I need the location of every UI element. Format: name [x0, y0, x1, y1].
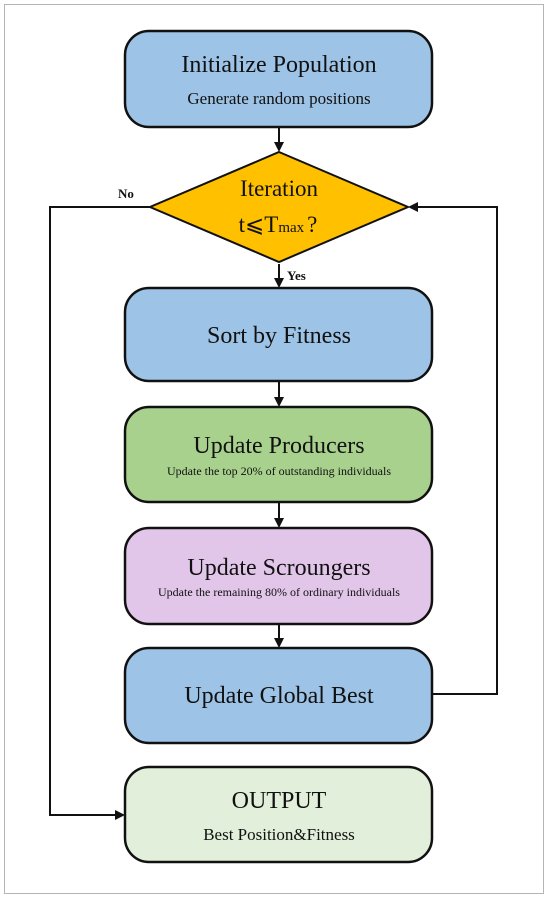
node-producers-subtitle: Update the top 20% of outstanding indivi…	[167, 464, 391, 478]
node-global-best-title: Update Global Best	[184, 683, 374, 709]
node-iteration-label: Iteration	[240, 176, 318, 201]
node-update-producers: Update Producers Update the top 20% of o…	[123, 405, 434, 504]
node-update-global-best: Update Global Best	[123, 646, 434, 745]
condition-suffix: ?	[307, 212, 317, 237]
node-scroungers-shape	[123, 526, 434, 626]
edge-label-yes: Yes	[287, 268, 306, 283]
node-output-shape	[123, 765, 434, 864]
node-initialize-population: Initialize Population Generate random po…	[123, 29, 434, 129]
node-initialize-subtitle: Generate random positions	[187, 89, 370, 108]
node-output-subtitle: Best Position&Fitness	[203, 825, 355, 844]
condition-prefix: t⩽T	[239, 212, 279, 237]
node-producers-shape	[123, 405, 434, 504]
node-sort-title: Sort by Fitness	[207, 323, 351, 349]
node-iteration-condition: t⩽Tmax?	[239, 212, 318, 237]
node-global-best-shape	[123, 646, 434, 745]
node-iteration-shape	[147, 150, 411, 264]
node-initialize-shape	[123, 29, 434, 129]
node-sort-by-fitness: Sort by Fitness	[123, 286, 434, 383]
node-initialize-title: Initialize Population	[181, 52, 376, 78]
node-iteration-decision: Iteration t⩽Tmax?	[147, 150, 411, 264]
node-producers-title: Update Producers	[193, 433, 364, 459]
node-output: OUTPUT Best Position&Fitness	[123, 765, 434, 864]
condition-subscript: max	[278, 220, 304, 236]
edge-iteration-no-to-output	[49, 206, 150, 820]
edge-label-no: No	[118, 186, 134, 201]
node-scroungers-title: Update Scroungers	[187, 555, 370, 581]
node-update-scroungers: Update Scroungers Update the remaining 8…	[123, 526, 434, 626]
node-scroungers-subtitle: Update the remaining 80% of ordinary ind…	[158, 585, 400, 599]
edge-global-best-loop-back	[408, 202, 498, 695]
node-output-title: OUTPUT	[232, 788, 327, 814]
diagram-frame	[4, 4, 544, 894]
node-sort-shape	[123, 286, 434, 383]
